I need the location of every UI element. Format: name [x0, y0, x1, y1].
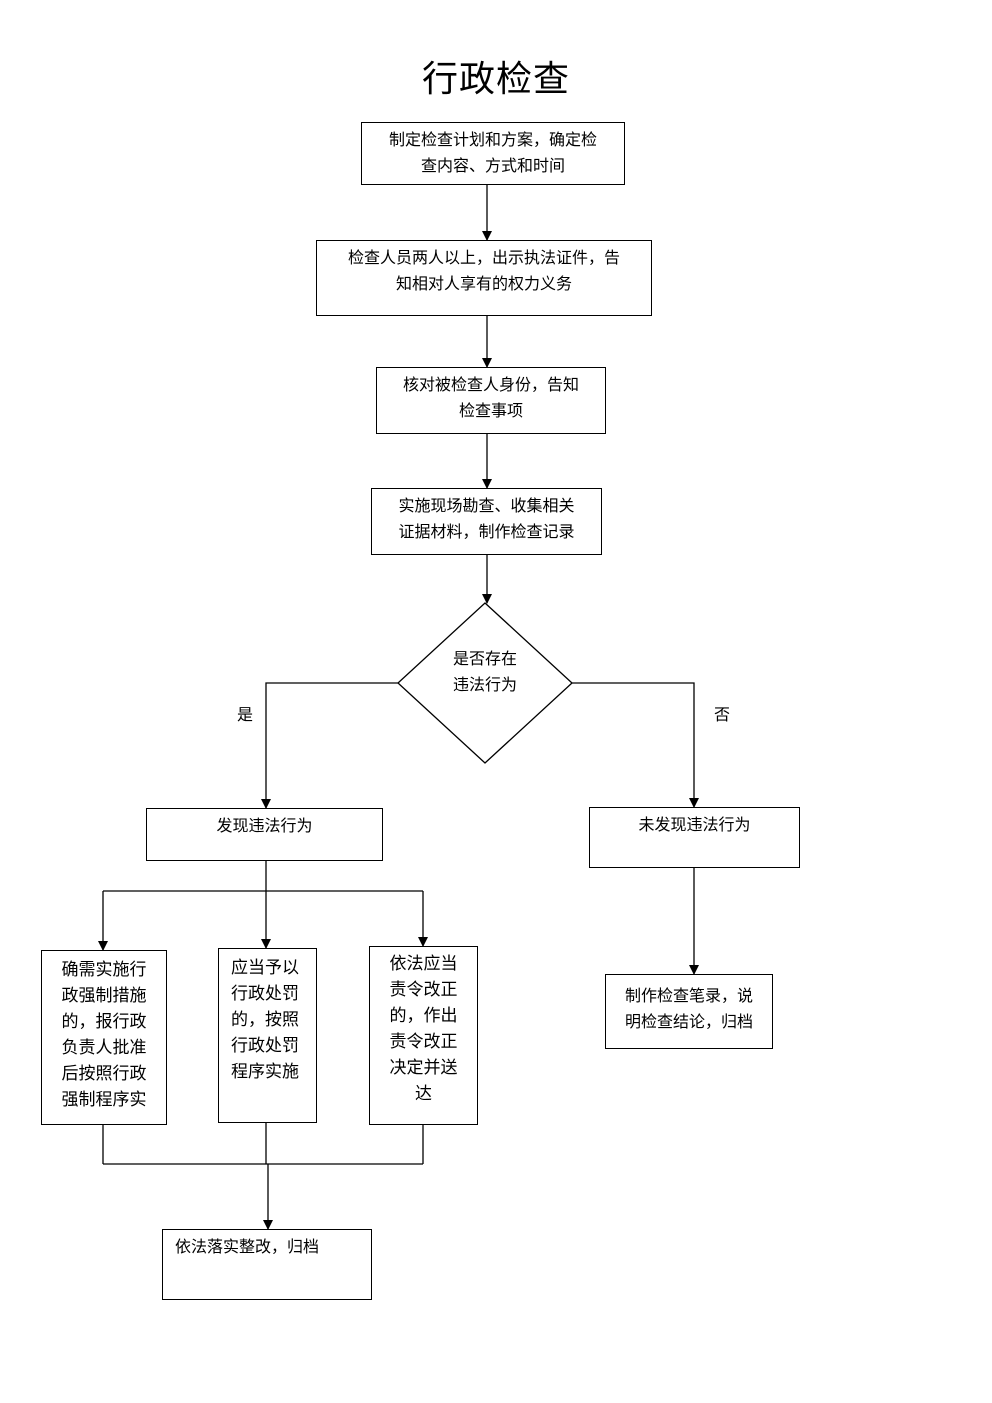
step-verify: 核对被检查人身份，告知 检查事项 — [376, 367, 606, 434]
step-implement: 依法落实整改，归档 — [162, 1229, 372, 1300]
page-title: 行政检查 — [421, 59, 570, 100]
step-not-found: 未发现违法行为 — [589, 807, 800, 868]
step-found: 发现违法行为 — [146, 808, 383, 861]
step-record: 制作检查笔录，说 明检查结论，归档 — [605, 974, 773, 1049]
arrow-no-branch — [572, 682, 699, 808]
decision-text: 是否存在 违法行为 — [452, 649, 517, 694]
decision-diamond — [397, 602, 573, 764]
no-label: 否 — [714, 705, 731, 724]
step-coercive: 确需实施行 政强制措施 的，报行政 负责人批准 后按照行政 强制程序实 — [41, 950, 167, 1125]
arrow-yes-branch — [261, 682, 398, 809]
step-plan: 制定检查计划和方案，确定检 查内容、方式和时间 — [361, 122, 625, 185]
step-penalty: 应当予以 行政处罚 的，按照 行政处罚 程序实施 — [218, 948, 317, 1123]
step-rectify-order: 依法应当 责令改正 的，作出 责令改正 决定并送 达 — [369, 946, 478, 1125]
step-inspectors: 检查人员两人以上，出示执法证件，告 知相对人享有的权力义务 — [316, 240, 652, 316]
yes-label: 是 — [237, 705, 254, 724]
step-survey: 实施现场勘查、收集相关 证据材料，制作检查记录 — [371, 488, 602, 555]
